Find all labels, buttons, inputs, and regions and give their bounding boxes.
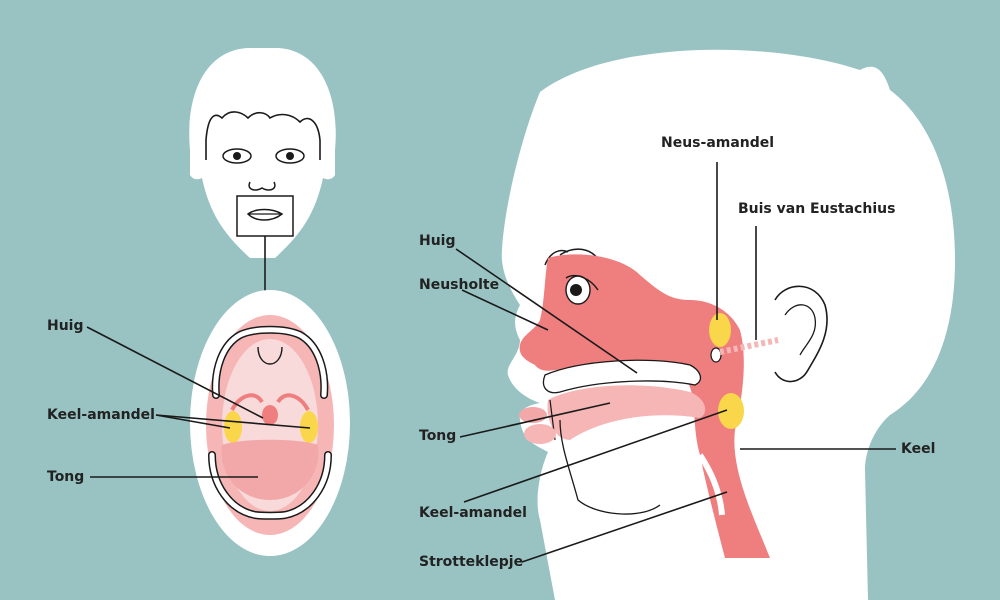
- label-huig-front: Huig: [47, 318, 84, 334]
- label-neus-amandel: Neus-amandel: [661, 135, 775, 151]
- label-huig-side: Huig: [419, 233, 456, 249]
- airway-tissue: [519, 254, 770, 558]
- open-mouth-illustration: [190, 290, 350, 556]
- label-tong-side: Tong: [419, 428, 457, 444]
- label-keel-amandel-front: Keel-amandel: [47, 407, 155, 423]
- label-keel: Keel: [901, 441, 936, 457]
- label-neusholte: Neusholte: [419, 277, 500, 293]
- label-keel-amandel-side: Keel-amandel: [419, 505, 527, 521]
- side-leader-lines: [455, 162, 896, 563]
- ear-illustration: [710, 285, 828, 383]
- front-face-icon: [189, 48, 336, 292]
- front-leader-lines: [86, 326, 311, 478]
- label-tong-front: Tong: [47, 469, 85, 485]
- label-strotteklepje: Strotteklepje: [419, 554, 524, 570]
- label-buis-van-eustachius: Buis van Eustachius: [738, 201, 896, 217]
